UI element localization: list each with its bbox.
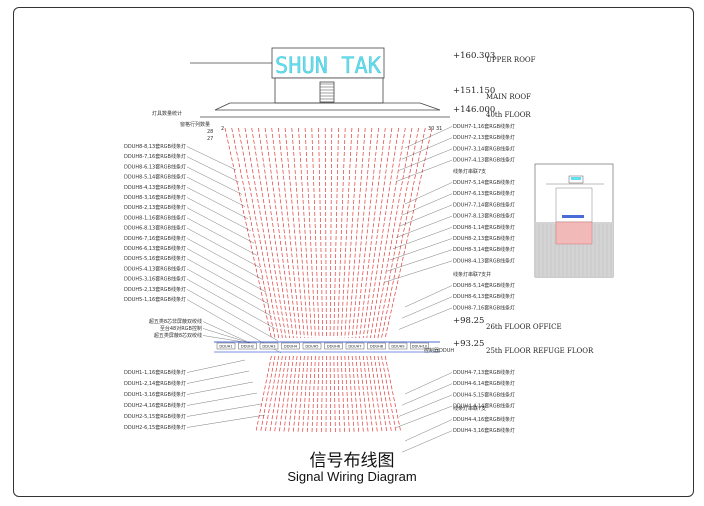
right-label: DDUH7-4,13套RGB线条灯 [453, 157, 515, 164]
controller-box [216, 342, 236, 350]
caption-chinese: 信号布线图 [309, 451, 395, 471]
right-label: DDUH4-7,13套RGB线条灯 [453, 369, 515, 376]
left-label: DDUH8-6,13套RGB线条灯 [124, 163, 186, 170]
left-label: DDUH5-1,16套RGB线条灯 [124, 296, 186, 303]
right-label: DDUH8-3,14套RGB线条灯 [453, 246, 515, 253]
controller-box [281, 342, 300, 350]
note-left-num: 2 [221, 126, 224, 132]
left-label: DDUH8-2,13套RGB线条灯 [124, 204, 186, 211]
right-label: DDUH8-6,13套RGB线条灯 [453, 293, 515, 300]
rooftop-stair [320, 83, 334, 100]
level-elev-25th: +93.25 [453, 339, 484, 349]
left-label: DDUH8-8,13套RGB线条灯 [124, 143, 186, 150]
controller-label: DDUH10 [412, 345, 428, 349]
right-label: DDUH7-5,14套RGB线条灯 [453, 179, 515, 186]
right-label: DDUH7-7,14套RGB线条灯 [453, 201, 515, 208]
level-elev-main-roof: +151.150 [453, 86, 495, 96]
left-label: DDUH8-1,16套RGB线条灯 [124, 214, 186, 221]
left-label: DDUH5-2,13套RGB线条灯 [124, 286, 186, 293]
controller-box [388, 342, 408, 350]
right-label: DDUH7-3,14套RGB线条灯 [453, 145, 515, 152]
left-label-bottom: DDUH1-2,14套RGB线条灯 [124, 380, 186, 387]
left-label: DDUH5-3,16套RGB线条灯 [124, 276, 186, 283]
right-group-head: 线条灯串联7支并 [453, 271, 491, 278]
controller-box [410, 342, 429, 350]
level-elev-upper-roof: +160.303 [453, 51, 495, 61]
outer-frame [13, 7, 694, 497]
right-label: DDUH4-6,14套RGB线条灯 [453, 380, 515, 387]
controller-label: DDUH9 [391, 345, 405, 349]
left-label: DDUH6-8,13套RGB线条灯 [124, 225, 186, 232]
left-label: DDUH6-6,13套RGB线条灯 [124, 245, 186, 252]
building-sign: SHUN TAK [275, 54, 382, 79]
leader-lines [186, 126, 453, 453]
left-label-bottom: DDUH1-3,16套RGB线条灯 [124, 391, 186, 398]
right-label: DDUH8-5,14套RGB线条灯 [453, 282, 515, 289]
left-label: DDUH8-4,13套RGB线条灯 [124, 184, 186, 191]
left-note: 超五类8芯非屏蔽双绞线 [149, 318, 202, 325]
overview-inset [534, 163, 614, 278]
note-grid-count: 窗格行列数量 [180, 121, 210, 128]
right-label: DDUH7-6,13套RGB线条灯 [453, 190, 515, 197]
right-label: DDUH4-4,14套RGB线条灯 [453, 403, 515, 410]
level-name-26th: 26th FLOOR OFFICE [486, 323, 562, 331]
controller-label: DDUH6 [327, 345, 341, 349]
controller-box [302, 342, 322, 350]
controller-box [259, 342, 279, 350]
controller-label: DDUH3 [262, 345, 275, 349]
right-label: DDUH8-7,16套RGB线条灯 [453, 304, 515, 311]
right-label: DDUH4-5,15套RGB线条灯 [453, 391, 515, 398]
right-label: DDUH7-2,13套RGB线条灯 [453, 134, 515, 141]
controller-box [238, 342, 257, 350]
level-elev-26th: +98.25 [453, 316, 484, 326]
left-note: 超五类屏蔽8芯双绞线 [154, 332, 202, 339]
level-annotations: +160.303 UPPER ROOF +151.150 MAIN ROOF +… [453, 51, 594, 355]
top-notes: 灯具数量统计 窗格行列数量 2 30 31 28 27 [152, 110, 442, 142]
controller-box [345, 342, 365, 350]
right-label: DDUH7-8,13套RGB线条灯 [453, 213, 515, 220]
right-label: DDUH7-1,16套RGB线条灯 [453, 123, 515, 130]
controller-label: DDUH5 [305, 345, 318, 349]
note-right-num: 30 31 [428, 126, 442, 132]
controller-label: DDUH1 [219, 345, 232, 349]
level-name-25th: 25th FLOOR REFUGE FLOOR [486, 347, 594, 355]
right-label: DDUH4-4,16套RGB线条灯 [453, 416, 515, 423]
level-elev-40th: +146.000 [453, 105, 495, 115]
level-name-upper-roof: UPPER ROOF [486, 56, 536, 64]
controller-label: DDUH7 [348, 345, 361, 349]
controller-note: 控制器DDUH [424, 347, 454, 354]
left-note: 至台48对RGB控制 [160, 325, 202, 332]
controller-box [367, 342, 386, 350]
left-label: DDUH8-7,16套RGB线条灯 [124, 153, 186, 160]
right-label: DDUH8-1,14套RGB线条灯 [453, 224, 515, 231]
controller-label: DDUH8 [370, 345, 384, 349]
caption-english: Signal Wiring Diagram [287, 469, 417, 484]
level-name-main-roof: MAIN ROOF [486, 93, 531, 101]
left-label-bottom: DDUH2-6,15套RGB线条灯 [124, 424, 186, 431]
controller-label: DDUH4 [284, 345, 298, 349]
left-label-bottom: DDUH1-1,16套RGB线条灯 [124, 369, 186, 376]
callout-labels: DDUH8-8,13套RGB线条灯 DDUH8-7,16套RGB线条灯 DDUH8-… [124, 123, 515, 434]
left-label-bottom: DDUH2-4,16套RGB线条灯 [124, 402, 186, 409]
controller-bus: DDUH1 DDUH2 DDUH3 DDUH4 DDUH5 DDUH6 DDUH7 DDUH8… [214, 341, 454, 354]
left-label-bottom: DDUH2-5,15套RGB线条灯 [124, 413, 186, 420]
right-group-head: 线条灯串联7支 [453, 168, 486, 175]
wire-field [224, 127, 433, 433]
note-row-a: 28 [207, 129, 213, 135]
controller-box [324, 342, 343, 350]
right-label: DDUH8-2,13套RGB线条灯 [453, 235, 515, 242]
left-label: DDUH5-4,13套RGB线条灯 [124, 265, 186, 272]
level-name-40th: 40th FLOOR [486, 111, 531, 119]
right-label: DDUH4-3,16套RGB线条灯 [453, 427, 515, 434]
left-label: DDUH8-3,16套RGB线条灯 [124, 194, 186, 201]
left-label: DDUH8-5,14套RGB线条灯 [124, 174, 186, 181]
left-label: DDUH5-5,16套RGB线条灯 [124, 255, 186, 262]
note-row-b: 27 [207, 136, 213, 142]
left-label: DDUH6-7,16套RGB线条灯 [124, 235, 186, 242]
controller-label: DDUH2 [241, 345, 254, 349]
note-fixture-count: 灯具数量统计 [152, 110, 182, 117]
right-group-head: 线条灯串联7支 [453, 405, 486, 412]
right-label: DDUH8-4,13套RGB线条灯 [453, 257, 515, 264]
